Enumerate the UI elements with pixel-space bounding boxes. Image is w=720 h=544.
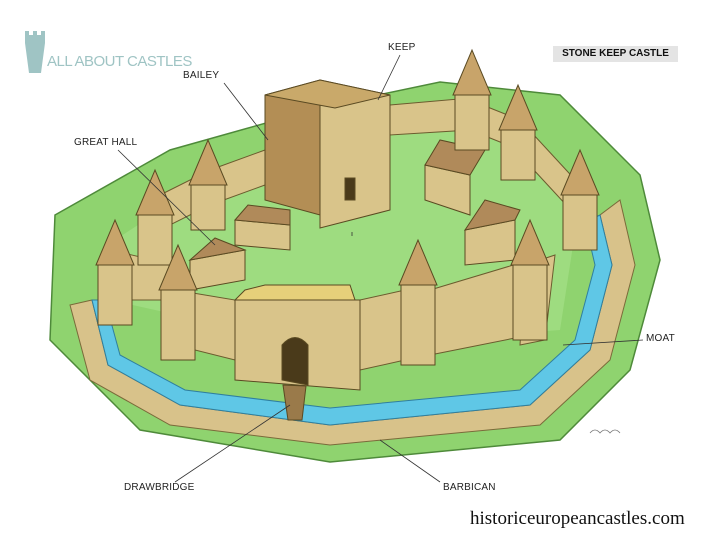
tower-roof [95,218,135,266]
tower-roof [398,238,438,286]
tower-roof [498,83,538,131]
tower-body [97,264,133,326]
tower-body [160,289,196,361]
tower-body [562,194,598,251]
tower-roof [560,148,600,196]
tower-body [512,264,548,341]
tower-body [500,129,536,181]
label-keep: KEEP [388,42,416,53]
logo [22,26,52,81]
diagram-title: STONE KEEP CASTLE [553,46,678,62]
label-moat: MOAT [646,333,675,344]
artist-signature [589,429,621,434]
logo-text: ALL ABOUT CASTLES [47,53,192,70]
tower-roof [158,243,198,291]
tower-body [137,214,173,266]
drawbridge [282,384,307,421]
label-drawbridge: DRAWBRIDGE [124,482,195,493]
towers [95,48,600,366]
tower-body [400,284,436,366]
label-great-hall: GREAT HALL [74,137,138,148]
keep [264,79,391,229]
tower-body [190,184,226,231]
tower-body [454,94,490,151]
buildings [188,139,521,291]
tower-roof [188,138,228,186]
website-url: historiceuropeancastles.com [470,508,685,529]
label-barbican: BARBICAN [443,482,496,493]
gatehouse [233,284,361,421]
tower-roof [510,218,550,266]
leader-lines [117,54,644,483]
tower-roof [452,48,492,96]
tower-roof [135,168,175,216]
label-bailey: BAILEY [183,70,220,81]
